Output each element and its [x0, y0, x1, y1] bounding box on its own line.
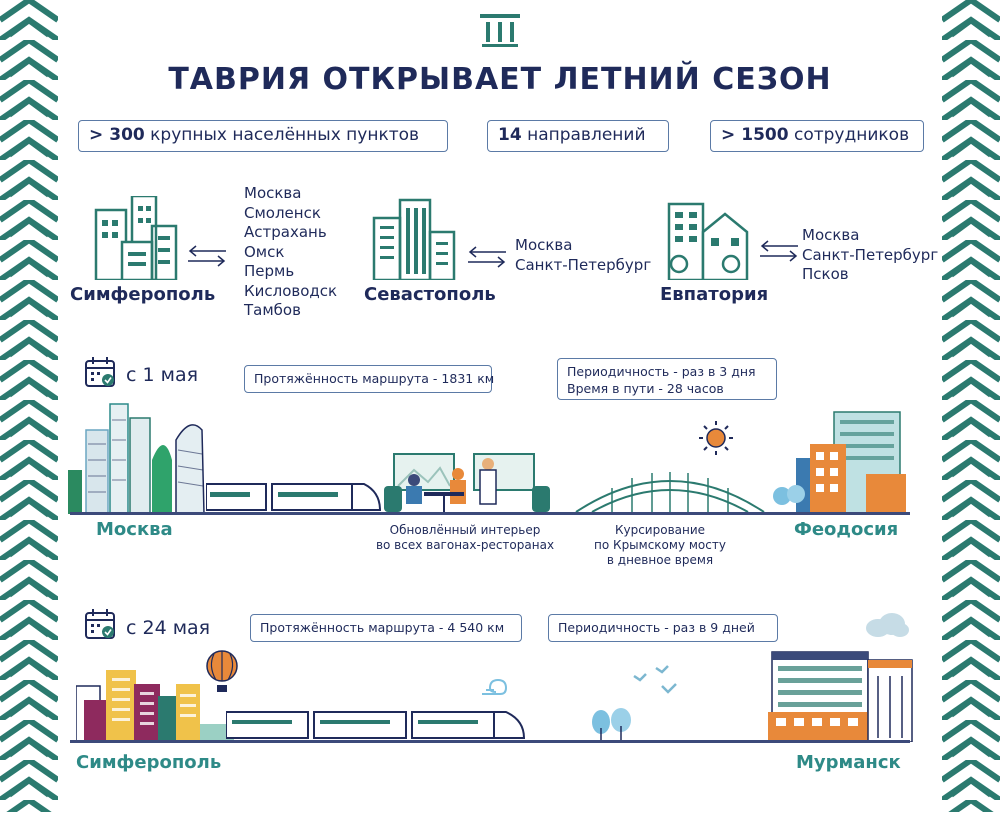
stat-employees: >1500 сотрудников — [710, 120, 924, 152]
stat-settlements: >300 крупных населённых пунктов — [78, 120, 448, 152]
skyscraper-icon — [372, 198, 456, 280]
route1-ground-line — [70, 512, 910, 515]
logo-icon — [480, 14, 520, 47]
double-arrow-icon — [468, 246, 506, 268]
feodosia-buildings-illustration — [773, 411, 906, 514]
route1-to-city: Феодосия — [794, 519, 899, 540]
page-title: ТАВРИЯ ОТКРЫВАЕТ ЛЕТНИЙ СЕЗОН — [168, 62, 832, 97]
cloud-icon — [866, 613, 909, 637]
route1-schedule-box: Периодичность - раз в 3 дня Время в пути… — [557, 358, 777, 400]
chevron-right-icon: > — [89, 125, 104, 145]
route2-from-city: Симферополь — [76, 752, 222, 773]
murmansk-buildings-illustration — [768, 651, 913, 742]
restaurant-interior-illustration — [384, 453, 550, 512]
destination-list-evpatoria: Москва Санкт-Петербург Псков — [802, 226, 939, 283]
caption-bridge: Курсирование по Крымскому мосту в дневно… — [594, 523, 726, 567]
calendar-icon — [85, 609, 115, 639]
double-arrow-icon — [188, 245, 226, 267]
birds-icon — [633, 665, 677, 694]
hub-city-evpatoria: Евпатория — [660, 284, 769, 305]
route2-to-city: Мурманск — [796, 752, 901, 773]
route1-date: с 1 мая — [126, 364, 199, 386]
right-border-pattern — [942, 0, 1000, 812]
stat-directions: 14 направлений — [487, 120, 669, 152]
trees-icon — [592, 708, 631, 742]
chevron-pattern-right — [942, 0, 1000, 812]
hub-city-simferopol: Симферополь — [70, 284, 216, 305]
chevron-pattern-left — [0, 0, 58, 812]
moscow-skyline-illustration — [68, 403, 205, 514]
simferopol-buildings-illustration — [76, 670, 234, 742]
left-border-pattern — [0, 0, 58, 812]
caption-interior: Обновлённый интерьер во всех вагонах-рес… — [375, 523, 555, 552]
route1-from-city: Москва — [96, 519, 173, 540]
route2-date: с 24 мая — [126, 617, 211, 639]
sun-icon — [699, 421, 733, 455]
destination-list-simferopol: Москва Смоленск Астрахань Омск Пермь Кис… — [244, 184, 338, 319]
city-buildings-icon — [94, 196, 178, 280]
buildings-trees-icon — [667, 202, 749, 280]
double-arrow-icon — [760, 240, 798, 262]
route2-periodicity-box: Периодичность - раз в 9 дней — [548, 614, 778, 642]
crimean-bridge-illustration — [575, 472, 765, 513]
calendar-icon — [85, 357, 115, 387]
destination-list-sevastopol: Москва Санкт-Петербург — [515, 236, 652, 274]
route2-ground-line — [70, 740, 910, 743]
route2-length-box: Протяжённость маршрута - 4 540 км — [250, 614, 522, 642]
hub-city-sevastopol: Севастополь — [364, 284, 496, 305]
train-illustration — [226, 711, 526, 739]
route1-length-box: Протяжённость маршрута - 1831 км — [244, 365, 494, 393]
chevron-right-icon: > — [721, 125, 736, 145]
wind-icon — [482, 678, 508, 695]
hot-air-balloon-icon — [206, 650, 238, 692]
train-illustration — [206, 483, 382, 511]
